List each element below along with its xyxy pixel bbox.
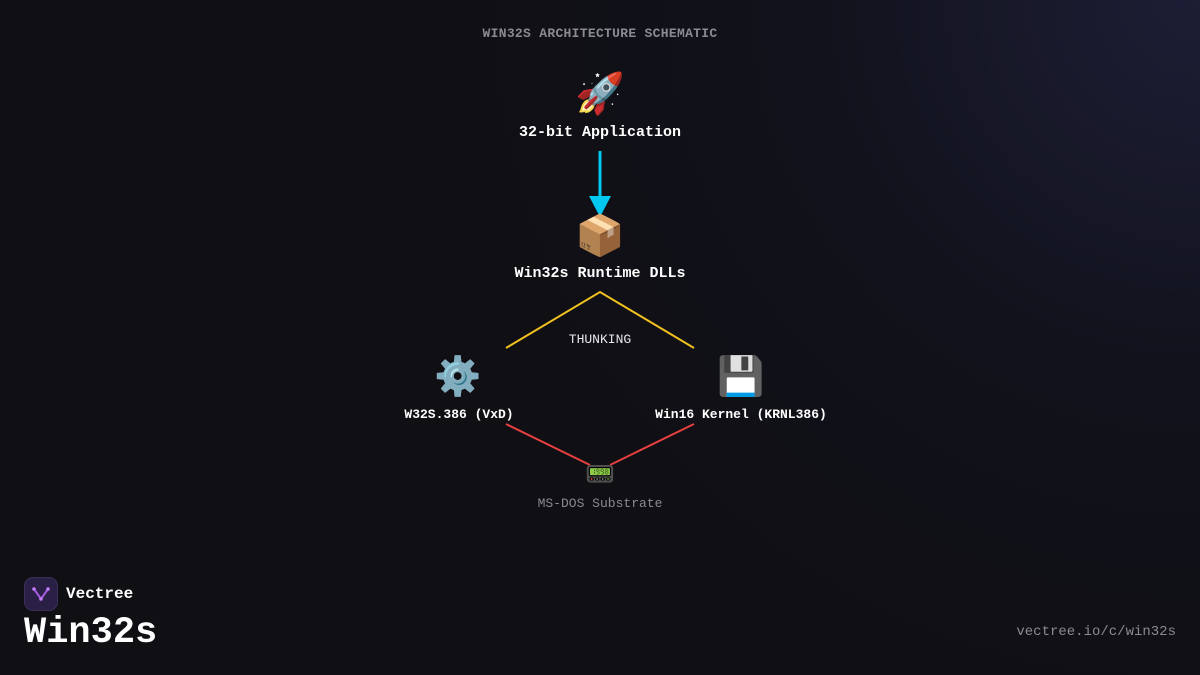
diagram-title: WIN32S ARCHITECTURE SCHEMATIC: [482, 26, 718, 41]
brand: Vectree: [24, 577, 133, 611]
vectree-logo-mark: [32, 587, 50, 601]
package-icon: 📦: [575, 213, 625, 259]
gear-icon: ⚙️: [434, 354, 482, 398]
thunking-lines: [505, 290, 695, 349]
page-title: Win32s: [24, 612, 158, 654]
vectree-logo-icon: [24, 577, 58, 611]
vxd-to-dos-line: [505, 423, 591, 466]
node-label-vxd: W32S.386 (VxD): [404, 407, 514, 422]
arrow-app-to-dlls: [589, 151, 611, 217]
pager-icon: 📟: [585, 460, 615, 488]
source-url: vectree.io/c/win32s: [1016, 624, 1176, 640]
node-label-runtime-dlls: Win32s Runtime DLLs: [514, 265, 686, 282]
thunking-label: THUNKING: [568, 332, 632, 347]
rocket-icon: 🚀: [575, 71, 625, 117]
node-label-win16-kernel: Win16 Kernel (KRNL386): [655, 407, 827, 422]
arrow-head: [589, 196, 611, 217]
floppy-disk-icon: 💾: [717, 354, 765, 398]
node-label-ms-dos: MS-DOS Substrate: [537, 496, 663, 511]
node-label-application: 32-bit Application: [518, 124, 682, 141]
brand-name: Vectree: [66, 585, 134, 603]
kernel-to-dos-line: [609, 423, 695, 466]
